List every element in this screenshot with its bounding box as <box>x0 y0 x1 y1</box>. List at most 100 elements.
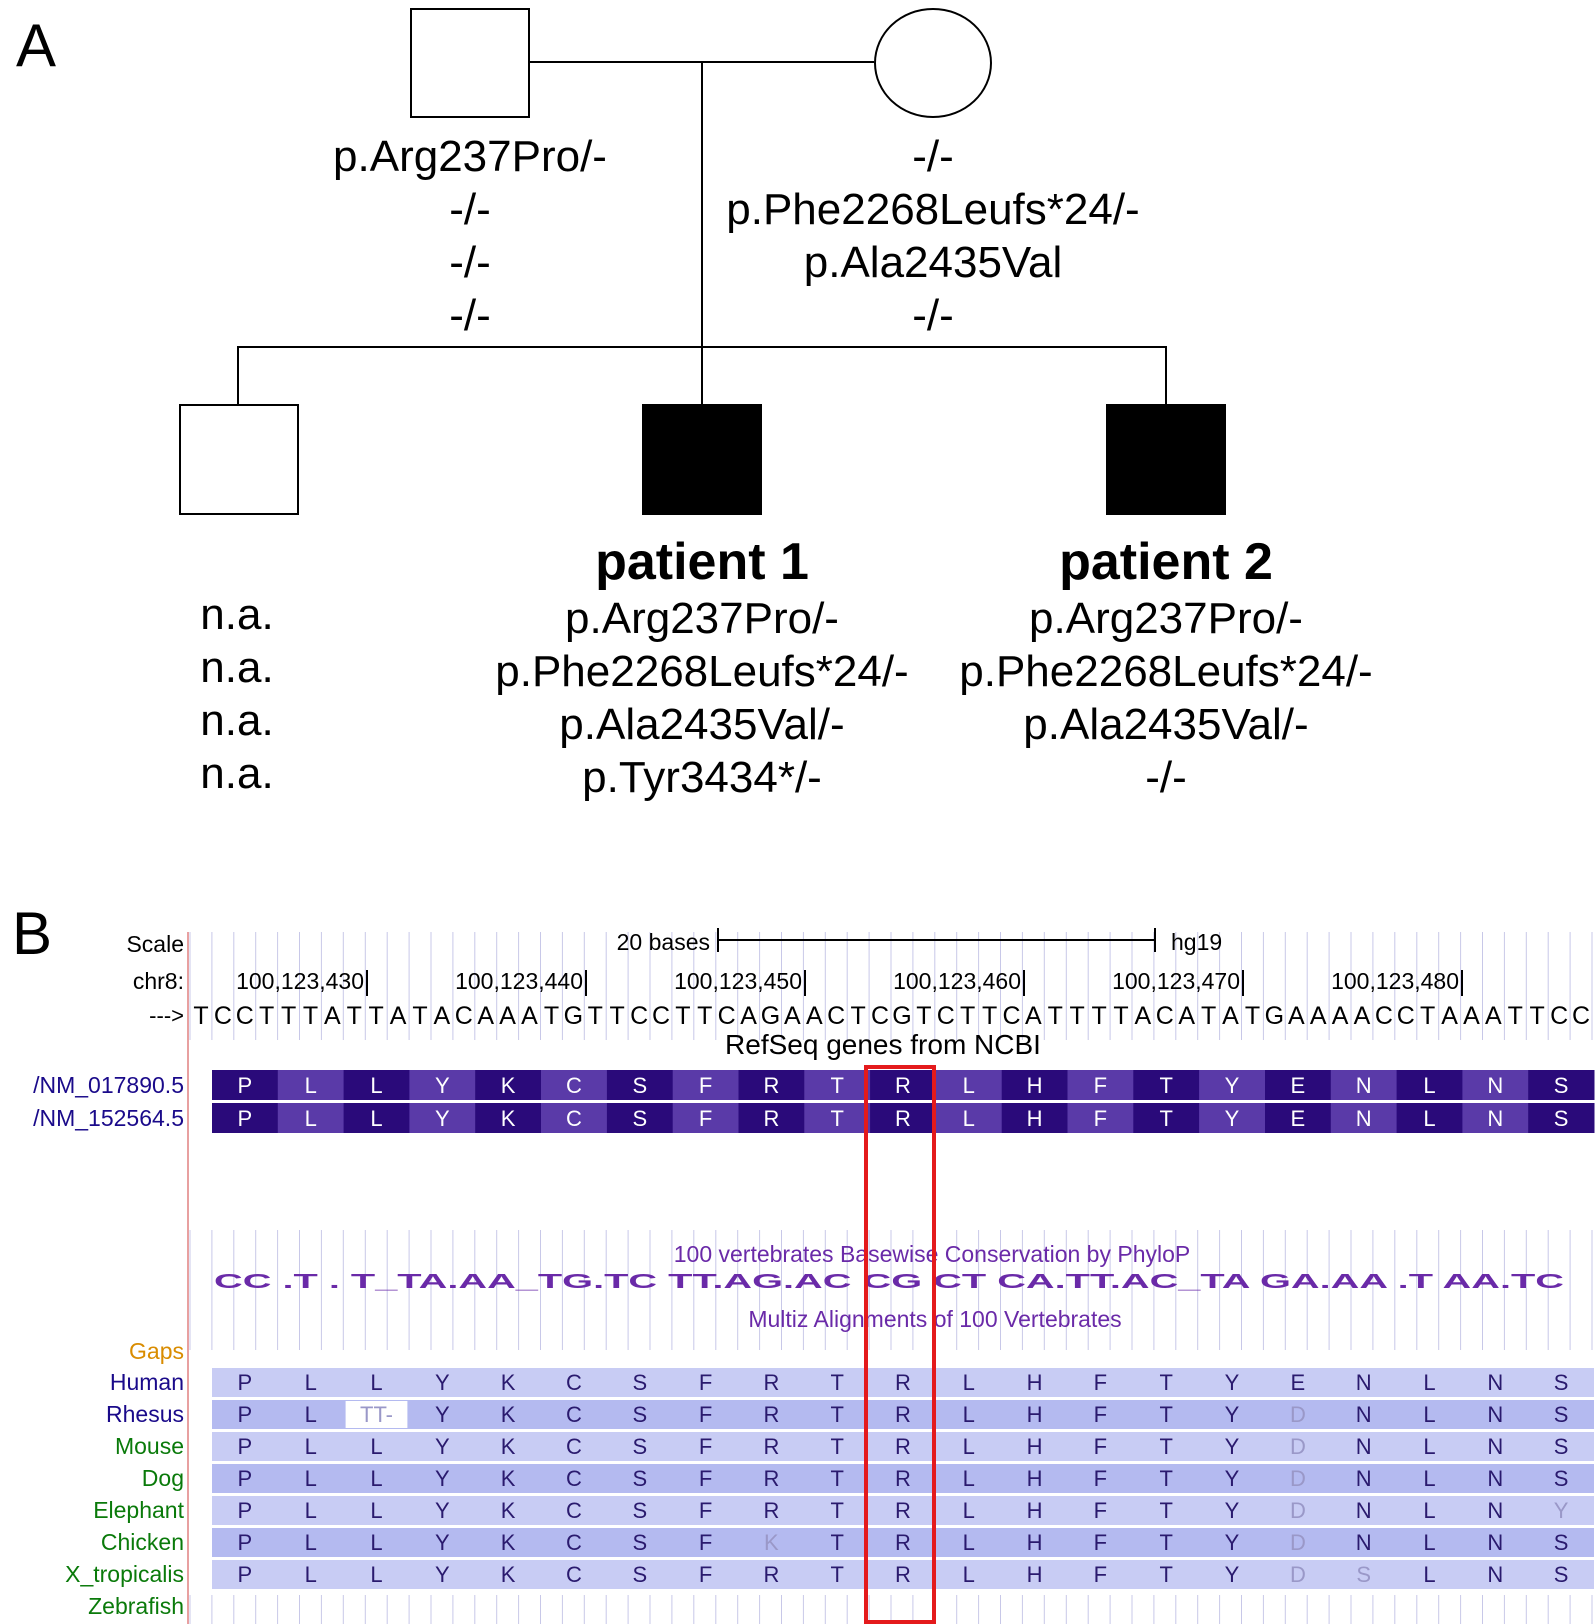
amino-acid: K <box>501 1434 516 1459</box>
species-band <box>212 1496 1594 1525</box>
amino-acid-cell <box>343 1070 410 1100</box>
amino-acid: F <box>1094 1106 1107 1131</box>
amino-acid: N <box>1356 1402 1372 1427</box>
patient1-genotypes: patient 1 p.Arg237Pro/- p.Phe2268Leufs*2… <box>452 532 952 804</box>
amino-acid: K <box>501 1498 516 1523</box>
amino-acid: S <box>632 1073 647 1098</box>
amino-acid-cell <box>1462 1103 1529 1133</box>
amino-acid-cell <box>672 1070 739 1100</box>
amino-acid-cell <box>1199 1070 1266 1100</box>
transcript-label: /NM_152564.5 <box>33 1105 184 1131</box>
amino-acid: R <box>895 1562 911 1587</box>
amino-acid: L <box>963 1073 975 1098</box>
dna-base: T <box>281 1002 296 1030</box>
amino-acid: Y <box>1225 1106 1240 1131</box>
amino-acid: E <box>1291 1370 1306 1395</box>
dna-base: C <box>630 1002 648 1030</box>
amino-acid: L <box>1423 1530 1435 1555</box>
position-tick-label: 100,123,430 <box>236 968 364 994</box>
dna-base: T <box>412 1002 427 1030</box>
amino-acid: Y <box>1225 1370 1240 1395</box>
genotype-line: -/- <box>1145 753 1187 802</box>
amino-acid-cell <box>804 1070 871 1100</box>
species-label: Rhesus <box>106 1401 184 1427</box>
amino-acid: T <box>1159 1498 1172 1523</box>
amino-acid-cell <box>1330 1070 1398 1100</box>
genotype-line: -/- <box>449 291 491 340</box>
amino-acid-cell <box>212 1070 279 1100</box>
amino-acid-cell <box>1265 1103 1332 1133</box>
patient2-drop-line <box>1165 346 1167 404</box>
amino-acid: N <box>1487 1434 1503 1459</box>
amino-acid-cell <box>804 1103 871 1133</box>
dna-base: C <box>1156 1002 1174 1030</box>
amino-acid: F <box>1094 1530 1107 1555</box>
species-band <box>212 1560 1594 1589</box>
amino-acid: L <box>305 1434 317 1459</box>
amino-acid-cell <box>1396 1103 1463 1133</box>
amino-acid: L <box>963 1466 975 1491</box>
genotype-line: p.Ala2435Val/- <box>1023 700 1309 749</box>
amino-acid: N <box>1356 1466 1372 1491</box>
transcript-label: /NM_017890.5 <box>33 1072 184 1098</box>
amino-acid: S <box>1554 1402 1569 1427</box>
amino-acid: S <box>632 1498 647 1523</box>
amino-acid-cell <box>606 1070 674 1100</box>
mother-circle <box>874 8 992 118</box>
amino-acid: S <box>632 1106 647 1131</box>
amino-acid: H <box>1027 1073 1043 1098</box>
dna-base: C <box>1572 1002 1590 1030</box>
amino-acid-cell <box>212 1103 279 1133</box>
amino-acid: N <box>1356 1434 1372 1459</box>
amino-acid: L <box>370 1073 382 1098</box>
amino-acid: C <box>566 1530 582 1555</box>
amino-acid: T <box>830 1402 843 1427</box>
dna-base: G <box>1265 1002 1284 1030</box>
dna-base: C <box>827 1002 845 1030</box>
amino-acid: T <box>1159 1106 1172 1131</box>
amino-acid: R <box>895 1370 911 1395</box>
amino-acid-cell <box>870 1070 937 1100</box>
amino-acid: F <box>699 1530 712 1555</box>
amino-acid-cell <box>1528 1103 1595 1133</box>
dna-base: C <box>718 1002 736 1030</box>
genotype-line: p.Ala2435Val/- <box>559 700 845 749</box>
dna-base: T <box>982 1002 997 1030</box>
genotype-line: n.a. <box>200 590 274 639</box>
scale-bar-label: 20 bases <box>617 929 710 955</box>
dna-base: G <box>892 1002 911 1030</box>
dna-base: T <box>1508 1002 1523 1030</box>
amino-acid: N <box>1487 1466 1503 1491</box>
dna-base: C <box>214 1002 232 1030</box>
dna-base: A <box>1463 1002 1480 1030</box>
position-tick-label: 100,123,450 <box>674 968 802 994</box>
dna-base: T <box>369 1002 384 1030</box>
amino-acid: Y <box>435 1466 450 1491</box>
amino-acid: F <box>1094 1498 1107 1523</box>
amino-acid: L <box>1423 1562 1435 1587</box>
amino-acid: L <box>963 1402 975 1427</box>
dna-base: A <box>521 1002 538 1030</box>
amino-acid-cell <box>277 1103 345 1133</box>
amino-acid-cell <box>1528 1070 1595 1100</box>
amino-acid: Y <box>435 1530 450 1555</box>
amino-acid-cell <box>935 1070 1003 1100</box>
dna-base: A <box>1441 1002 1458 1030</box>
amino-acid: Y <box>1225 1530 1240 1555</box>
amino-acid: S <box>632 1434 647 1459</box>
amino-acid: TT- <box>360 1402 393 1427</box>
amino-acid: L <box>305 1106 317 1131</box>
amino-acid: L <box>370 1562 382 1587</box>
amino-acid: D <box>1290 1498 1306 1523</box>
amino-acid: C <box>566 1434 582 1459</box>
amino-acid-cell <box>1067 1103 1134 1133</box>
amino-acid: H <box>1027 1498 1043 1523</box>
amino-acid: N <box>1356 1498 1372 1523</box>
amino-acid: C <box>566 1073 582 1098</box>
amino-acid-cell <box>409 1070 476 1100</box>
genotype-line: n.a. <box>200 643 274 692</box>
genotype-line: p.Arg237Pro/- <box>333 132 607 181</box>
amino-acid: Y <box>1225 1434 1240 1459</box>
amino-acid: T <box>830 1106 843 1131</box>
amino-acid: N <box>1487 1562 1503 1587</box>
